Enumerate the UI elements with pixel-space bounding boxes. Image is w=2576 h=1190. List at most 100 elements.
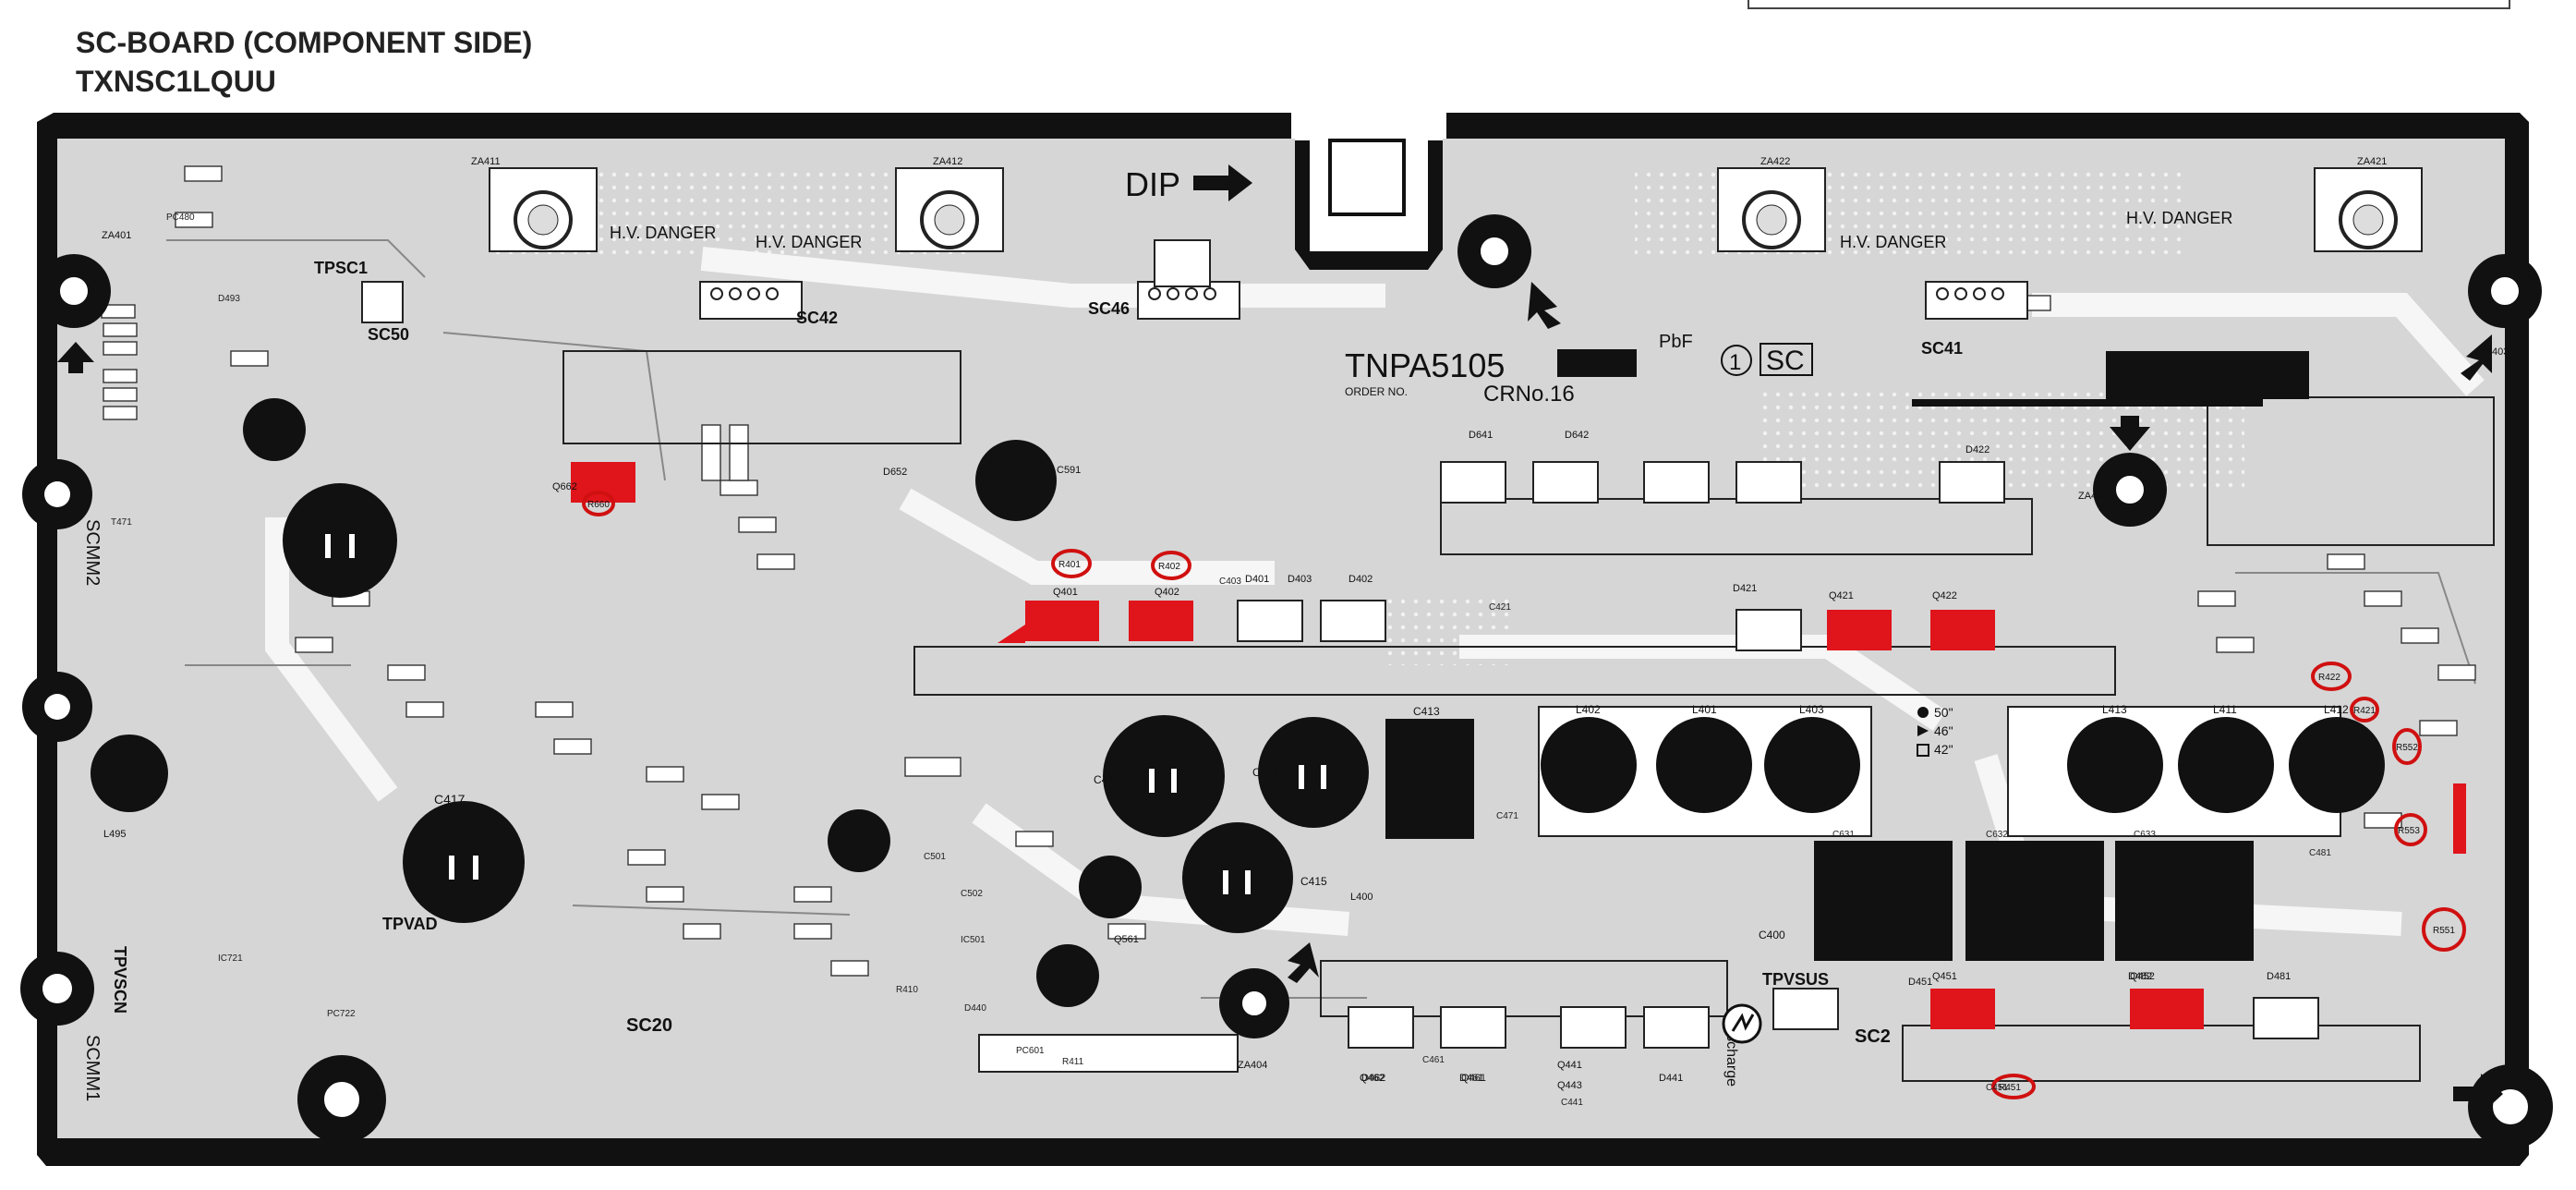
label-za412: ZA412 [933,156,962,167]
label-c421: C421 [1489,602,1511,613]
label-ic501: IC501 [961,935,986,945]
label-q561: Q561 [1114,934,1139,945]
header-frame [1748,0,2510,9]
label-l495: L495 [103,829,126,840]
label-pc601: PC601 [1016,1046,1045,1056]
label-d482: D482 [2128,971,2152,982]
label-c417: C417 [434,792,466,807]
notch-wall [1428,140,1441,249]
label-r551: R551 [2433,926,2455,936]
label-c633: C633 [2134,830,2156,840]
label-q452: Q452 [2130,971,2155,982]
label-c481: C481 [2309,848,2331,858]
hv-danger-4: H.V. DANGER [2126,209,2232,227]
label-pc722: PC722 [327,1009,356,1019]
label-za407: ZA407 [2078,491,2108,502]
label-q461: Q461 [1461,1073,1486,1084]
label-q421: Q421 [1829,590,1854,601]
connector-bodies [361,239,2028,1073]
label-q401: Q401 [1053,587,1078,598]
connector-pins [710,287,2004,300]
label-r421: R421 [2353,706,2376,716]
ground-bar [1912,399,2263,407]
label-d403: D403 [1288,574,1312,585]
label-c632: C632 [1986,830,2008,840]
label-d421: D421 [1733,583,1757,594]
misc-labels: C403 C421 C441 C461 C471 C451 C481 C631 … [111,212,2331,1108]
board-part-number: TXNSC1LQUU [76,65,276,98]
label-q451: Q451 [1932,971,1957,982]
connector-sc42: SC42 [796,309,838,327]
testpoint-tpvad: TPVAD [382,915,438,933]
page-title: SC-BOARD (COMPONENT SIDE) [76,26,533,59]
order-no-caption: ORDER NO. [1345,385,1408,398]
label-d642: D642 [1565,430,1589,441]
smd-parts [101,165,2476,977]
connector-sc2: SC2 [1855,1026,1891,1047]
label-t471: T471 [111,517,132,528]
label-za403: ZA403 [2479,346,2509,358]
connector-sc20: SC20 [626,1015,672,1036]
label-r411: R411 [1062,1057,1084,1067]
dip-label: DIP [1125,165,1180,203]
label-d440: D440 [964,1003,986,1014]
marker-circles [582,491,2466,1099]
label-za422: ZA422 [1760,156,1790,167]
inductors [1385,706,2385,839]
label-d451: D451 [1908,977,1932,988]
label-l412: L412 [2324,703,2349,716]
label-r401: R401 [1058,560,1081,570]
notch-wall [1297,140,1310,249]
connector-scmm2: SCMM2 [82,519,103,586]
label-c414: C414 [1094,773,1120,786]
testpoint-tpvscn: TPVSCN [111,946,129,1014]
label-c441: C441 [1561,1098,1583,1108]
label-l403: L403 [1799,703,1824,716]
label-d493: D493 [218,294,240,304]
label-r552: R552 [2396,743,2418,753]
label-d441: D441 [1659,1073,1683,1084]
label-d401: D401 [1245,574,1269,585]
label-q662: Q662 [552,481,577,492]
label-c631: C631 [1832,830,1855,840]
label-q443: Q443 [1557,1080,1582,1091]
hv-danger-3: H.V. DANGER [1840,233,1946,251]
label-c403: C403 [1219,577,1241,587]
label-r410: R410 [896,985,918,995]
sc-circle-number: 1 [1729,350,1741,375]
label-pc480: PC480 [166,212,195,223]
label-za402: ZA402 [1469,223,1498,234]
label-q422: Q422 [1932,590,1957,601]
label-c501: C501 [924,852,946,862]
label-l402: L402 [1576,703,1601,716]
label-l411: L411 [2213,703,2237,716]
label-l400: L400 [1350,892,1373,903]
crno-label: CRNo.16 [1483,382,1575,407]
hv-danger-2: H.V. DANGER [756,233,862,251]
connector-scmm1: SCMM1 [82,1035,103,1101]
order-no-label: TNPA5105 [1345,346,1505,384]
label-za404: ZA404 [1238,1060,1267,1071]
label-c412: C412 [1252,766,1279,779]
electrolytic-caps [91,398,1369,1007]
hv-danger-1: H.V. DANGER [610,224,716,242]
board-labels: DIP TNPA5105 ORDER NO. CRNo.16 PbF 1 SC … [82,156,2509,1101]
label-ic721: IC721 [218,953,243,964]
label-r402: R402 [1158,562,1180,572]
label-d402: D402 [1348,574,1373,585]
heatsink-outlines [562,350,2495,1082]
connector-sc46: SC46 [1088,299,1130,318]
legend-50: 50" [1934,705,1953,720]
label-c413: C413 [1413,705,1440,718]
connector-sc50: SC50 [368,325,409,344]
label-l401: L401 [1692,703,1717,716]
label-d481: D481 [2267,971,2291,982]
label-r422: R422 [2318,673,2340,683]
sc-mark: SC [1766,346,1805,376]
testpoint-tpvsus: TPVSUS [1762,970,1829,989]
legend-46: 46" [1934,723,1953,738]
label-d641: D641 [1469,430,1493,441]
label-r553: R553 [2398,826,2420,836]
label-c461: C461 [1422,1055,1445,1065]
